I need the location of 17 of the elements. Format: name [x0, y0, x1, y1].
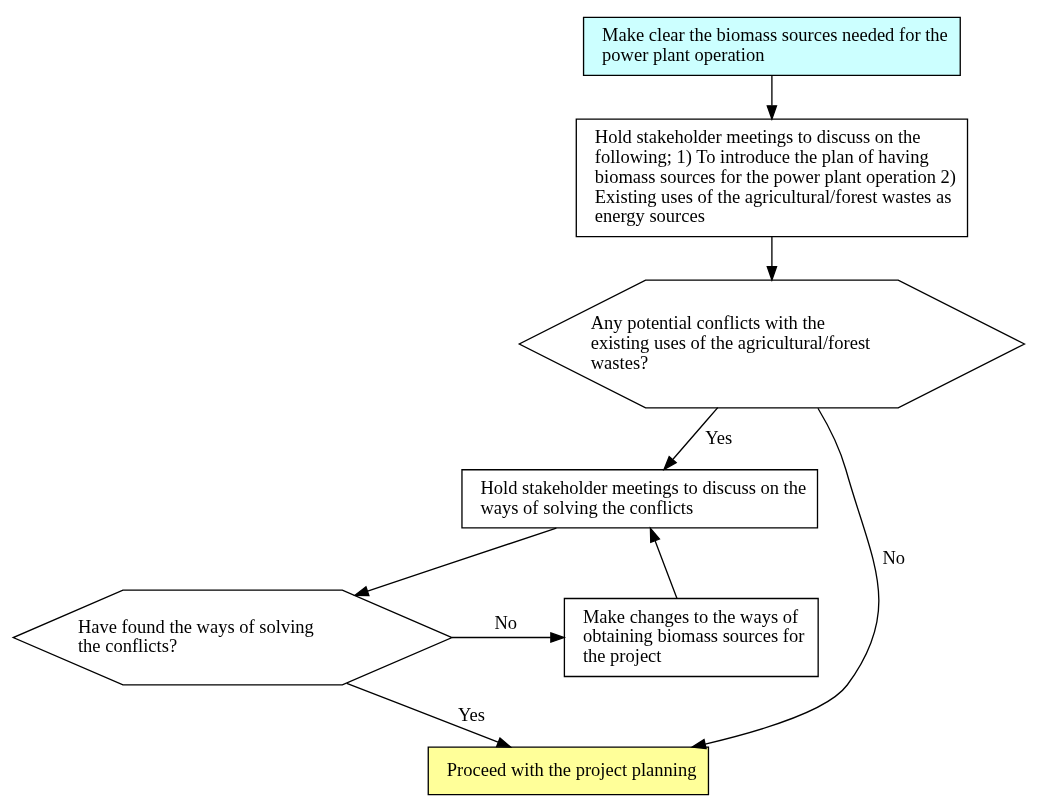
edge-label: Yes — [705, 427, 733, 448]
arrow — [649, 526, 678, 599]
arrow — [690, 407, 880, 750]
arrow — [662, 407, 719, 472]
edge-label: Yes — [458, 704, 486, 725]
arrow — [353, 527, 558, 597]
node-box: Proceed with the project planning — [427, 746, 710, 796]
arrow — [766, 75, 778, 121]
edge-label: No — [494, 612, 518, 633]
node-box: Hold stakeholder meetings to discuss on the ways of solving the conflicts — [461, 469, 819, 529]
edge-label: No — [882, 547, 906, 568]
node-box: Make changes to the ways of obtaining biomass sources for the project — [563, 597, 819, 678]
arrow — [451, 631, 567, 644]
arrow — [346, 682, 513, 748]
node-box: Hold stakeholder meetings to discuss on the following; 1) To introduce the plan of having biomass sources for the power plant operation 2) Existing uses of the agricultural/forest wastes as energy sources — [575, 118, 969, 238]
node-box: Make clear the biomass sources needed for the power plant operation — [582, 16, 961, 77]
arrow — [766, 236, 778, 282]
